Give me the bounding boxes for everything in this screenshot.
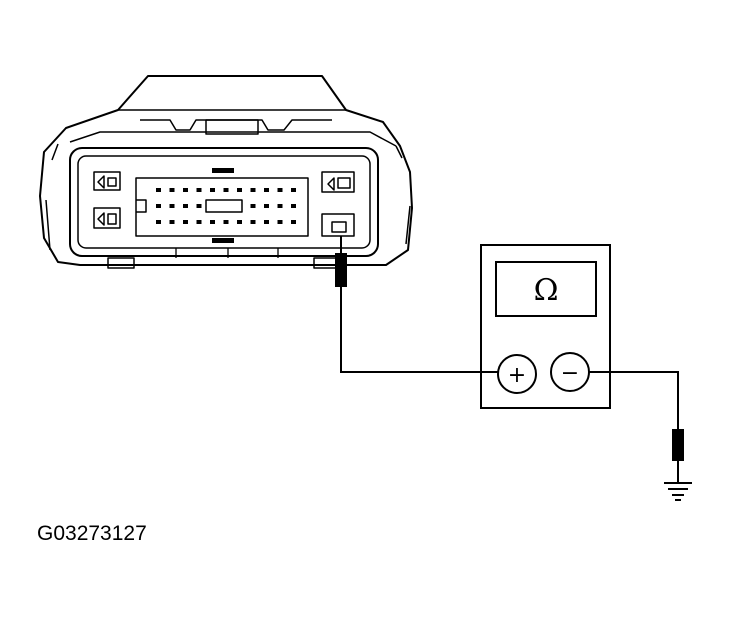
connector-pin bbox=[210, 188, 215, 192]
connector-rib-top bbox=[69, 131, 397, 147]
connector-pin bbox=[156, 188, 161, 192]
positive-terminal-label: + bbox=[508, 363, 526, 388]
connector-pin bbox=[277, 204, 283, 208]
connector-bottom-tab-left bbox=[107, 257, 135, 269]
multimeter-body bbox=[480, 244, 611, 409]
connector-outer-shell bbox=[39, 75, 413, 266]
figure-id: G03273127 bbox=[37, 522, 147, 545]
connector-terminal-left-bottom bbox=[93, 207, 121, 229]
connector-pin bbox=[196, 220, 202, 224]
connector-pin bbox=[291, 220, 296, 224]
connector-pin bbox=[264, 188, 269, 192]
connector-pin bbox=[156, 220, 161, 224]
connector-pin bbox=[169, 188, 175, 192]
positive-lead bbox=[335, 236, 498, 373]
connector-terminal-right-top bbox=[321, 171, 355, 193]
test-probe-icon bbox=[335, 253, 347, 287]
connector-pin bbox=[237, 188, 242, 192]
connector-terminal-left-top bbox=[93, 171, 121, 191]
connector-inner-frame bbox=[77, 155, 371, 249]
connector-pin bbox=[277, 220, 283, 224]
connector-pin bbox=[210, 220, 215, 224]
positive-terminal bbox=[497, 354, 537, 394]
connector-pin bbox=[264, 220, 269, 224]
connector-pin bbox=[183, 220, 188, 224]
connector bbox=[39, 75, 413, 269]
positive-wire bbox=[340, 286, 498, 373]
connector-pin bbox=[264, 204, 269, 208]
connector-pin bbox=[196, 188, 202, 192]
connector-pin bbox=[196, 204, 202, 208]
negative-terminal-label: − bbox=[561, 361, 579, 386]
connector-pin bbox=[250, 220, 256, 224]
connector-bottom-ribs bbox=[175, 248, 279, 258]
connector-inner-housing bbox=[69, 147, 379, 257]
connector-pin bbox=[250, 188, 256, 192]
connector-latch-tab bbox=[205, 119, 259, 135]
connector-pin bbox=[169, 220, 175, 224]
connector-pin bbox=[183, 188, 188, 192]
connector-top-marker bbox=[212, 168, 234, 173]
connector-pin bbox=[223, 220, 229, 224]
connector-bottom-marker bbox=[212, 238, 234, 243]
display-unit-symbol: Ω bbox=[534, 273, 559, 308]
negative-wire bbox=[589, 371, 679, 430]
negative-lead bbox=[589, 371, 684, 482]
connector-pins bbox=[156, 188, 296, 224]
connector-latch bbox=[140, 119, 332, 131]
connector-pin-block-key bbox=[136, 199, 147, 213]
ground-probe bbox=[672, 429, 684, 461]
connector-terminal-right-bottom bbox=[321, 213, 355, 237]
connector-side-rib-right bbox=[395, 145, 411, 245]
connector-pin bbox=[183, 204, 188, 208]
connector-side-rib-left bbox=[45, 143, 59, 251]
connector-pin bbox=[223, 188, 229, 192]
connector-pin bbox=[156, 204, 161, 208]
connector-pin bbox=[291, 204, 296, 208]
multimeter-display bbox=[495, 261, 597, 317]
multimeter bbox=[480, 244, 611, 409]
connector-pin bbox=[291, 188, 296, 192]
connector-pin bbox=[250, 204, 256, 208]
connector-pin bbox=[237, 220, 242, 224]
connector-pin bbox=[169, 204, 175, 208]
connector-pin bbox=[277, 188, 283, 192]
connector-pin-block bbox=[135, 177, 309, 237]
ground-symbol-icon bbox=[664, 482, 692, 501]
connector-center-key bbox=[205, 199, 243, 213]
